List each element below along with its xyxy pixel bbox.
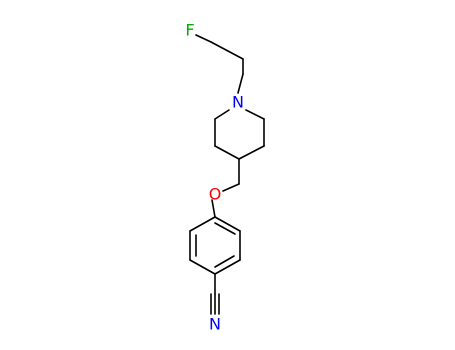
bond-f-c1 (195, 34, 212, 43)
bond-n-ring-left (214, 109, 230, 120)
bond-ch2-o (222, 183, 240, 192)
atom-fluorine: F (185, 21, 194, 40)
benzene-bond-4 (189, 259, 216, 275)
benzene-bond-3 (214, 259, 241, 275)
benzene-double-1 (214, 222, 236, 235)
bond-o-benzene (211, 199, 216, 218)
bond-n-ring-right (245, 109, 265, 120)
bond-ring-left-c4 (214, 145, 240, 160)
benzene-double-2 (214, 255, 235, 268)
atom-oxygen: O (209, 185, 222, 204)
benzene-bond-1 (214, 216, 241, 232)
bond-c1-c2 (210, 41, 244, 60)
benzene-bond-6 (189, 216, 216, 232)
atom-nitrogen-ring: N (232, 93, 244, 112)
bond-ring-right-c4 (238, 145, 265, 160)
bond-c3-n (237, 73, 244, 94)
atom-nitrogen-nitrile: N (209, 315, 221, 334)
